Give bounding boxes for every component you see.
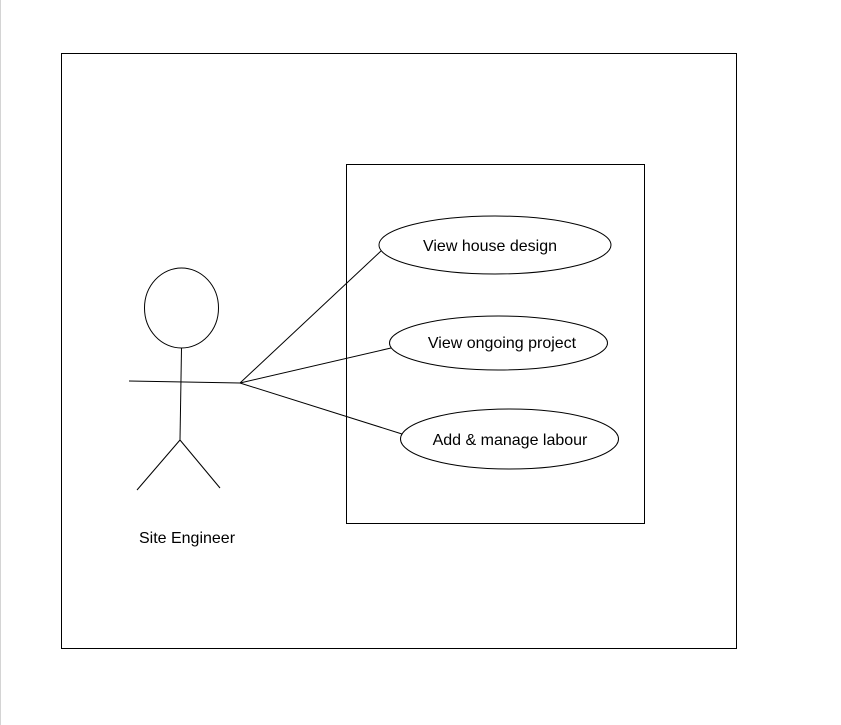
association-add-manage-labour <box>239 382 403 435</box>
canvas-left-edge <box>0 0 1 725</box>
use-case-label: Add & manage labour <box>433 432 588 449</box>
actor-site-engineer <box>128 267 241 491</box>
association-view-ongoing-project <box>239 347 392 384</box>
actor-name: Site Engineer <box>139 530 236 547</box>
use-case-ellipse <box>400 408 619 470</box>
use-case-ellipse <box>378 215 612 275</box>
actor-right-leg <box>179 439 221 489</box>
use-case-view-ongoing-project[interactable]: View ongoing project <box>389 315 608 371</box>
actor-arms <box>128 380 241 384</box>
use-case-ellipse <box>389 315 608 371</box>
use-case-view-house-design[interactable]: View house design <box>378 215 612 275</box>
actor-head <box>144 267 219 349</box>
use-case-label: View ongoing project <box>428 335 577 352</box>
system-boundary <box>346 164 645 524</box>
use-case-label: View house design <box>423 238 557 255</box>
outer-frame <box>61 53 737 649</box>
use-case-add-manage-labour[interactable]: Add & manage labour <box>400 408 619 470</box>
association-view-house-design <box>239 250 382 384</box>
actor-body <box>179 347 182 441</box>
actor-left-leg <box>136 439 181 491</box>
